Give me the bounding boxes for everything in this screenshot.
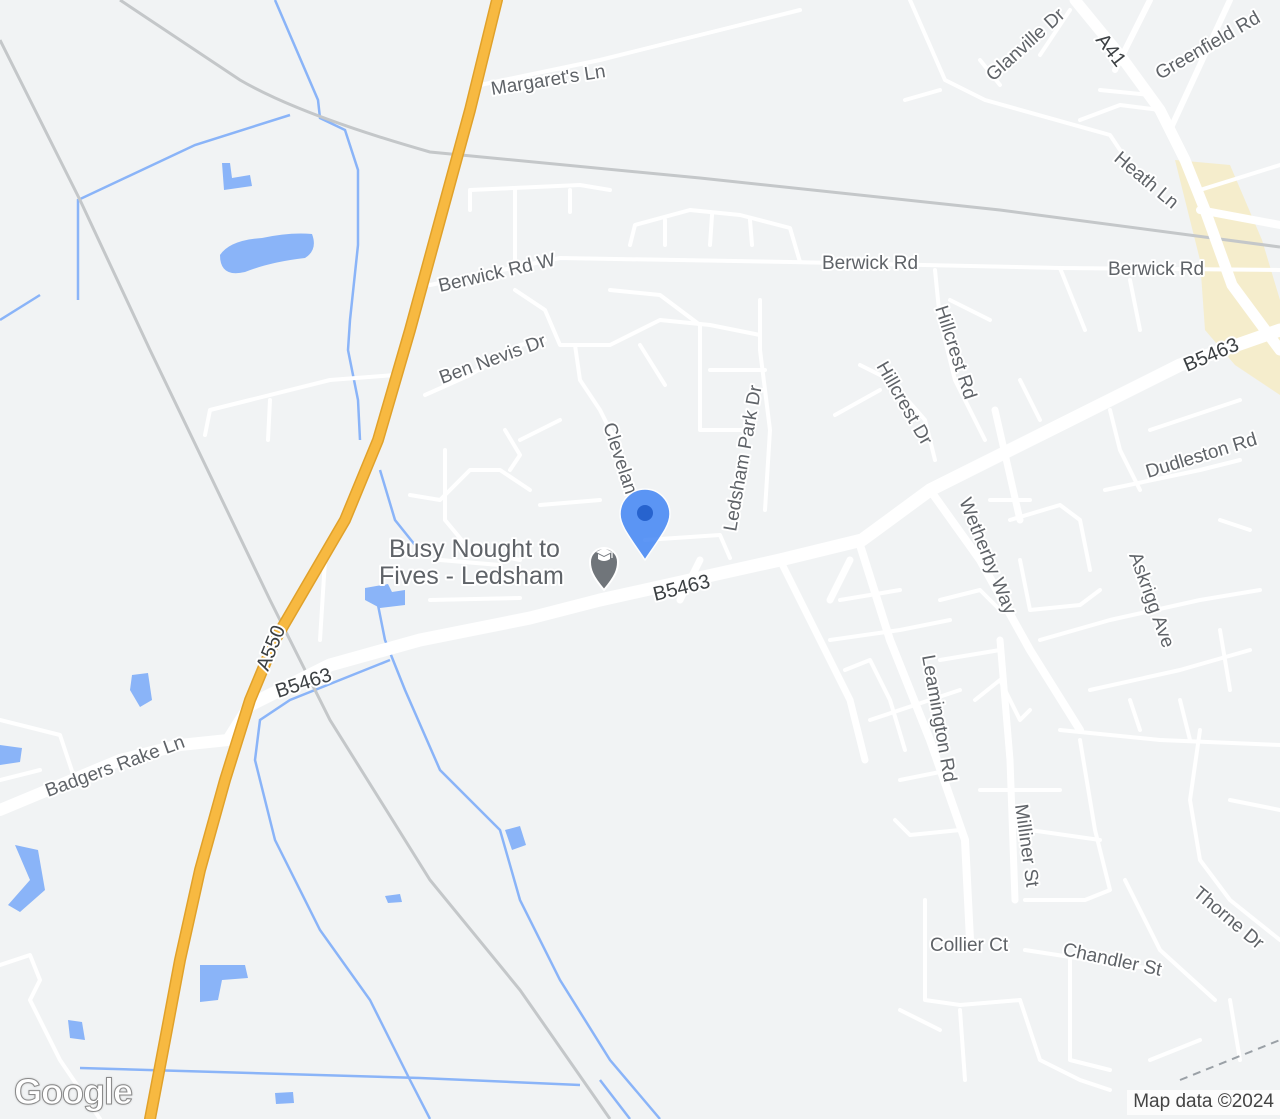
graduation-cap-icon <box>588 547 620 592</box>
road-label-hillcrest-dr: Hillcrest Dr <box>872 358 937 450</box>
location-pin-icon[interactable] <box>619 488 671 562</box>
road-label-hillcrest-rd: Hillcrest Rd <box>930 303 980 402</box>
road-label-thorne-dr: Thorne Dr <box>1189 883 1269 954</box>
boundary-line <box>1179 1039 1280 1081</box>
road-label-b5463-ne: B5463 <box>1180 334 1242 377</box>
poi-busy-nought-to-fives[interactable]: Busy Nought to Fives - Ledsham <box>377 533 620 592</box>
road-label-greenfield-rd: Greenfield Rd <box>1152 8 1264 85</box>
road-label-a550: A550 <box>252 622 290 674</box>
road-label-ben-nevis-dr: Ben Nevis Dr <box>437 330 550 388</box>
road-label-collier-ct: Collier Ct <box>930 935 1009 956</box>
road-label-berwick-rd-2: Berwick Rd <box>1108 259 1204 280</box>
water-bodies <box>0 163 526 1104</box>
poi-name-line1: Busy Nought to <box>389 535 560 563</box>
road-label-margarets-ln: Margaret's Ln <box>489 61 606 100</box>
map-attribution[interactable]: Map data ©2024 <box>1127 1090 1280 1115</box>
main-roads <box>0 0 1280 944</box>
road-label-heath-ln: Heath Ln <box>1110 148 1183 214</box>
water-features <box>0 0 661 1119</box>
poi-name-line2: Fives - Ledsham <box>379 562 564 590</box>
road-label-berwick-rd-w: Berwick Rd W <box>436 250 557 297</box>
road-label-askrigg-ave: Askrigg Ave <box>1124 550 1178 651</box>
road-label-ledsham-park-dr: Ledsham Park Dr <box>720 383 766 533</box>
road-label-dudleston-rd: Dudleston Rd <box>1143 429 1259 483</box>
road-label-cleveland: Clevelan <box>598 420 641 497</box>
highway-a550 <box>144 0 503 1119</box>
road-label-berwick-rd-1: Berwick Rd <box>822 253 918 274</box>
road-label-chandler-st: Chandler St <box>1061 939 1164 981</box>
road-label-glanville-dr: Glanville Dr <box>982 4 1070 86</box>
google-logo: Google <box>14 1071 134 1113</box>
